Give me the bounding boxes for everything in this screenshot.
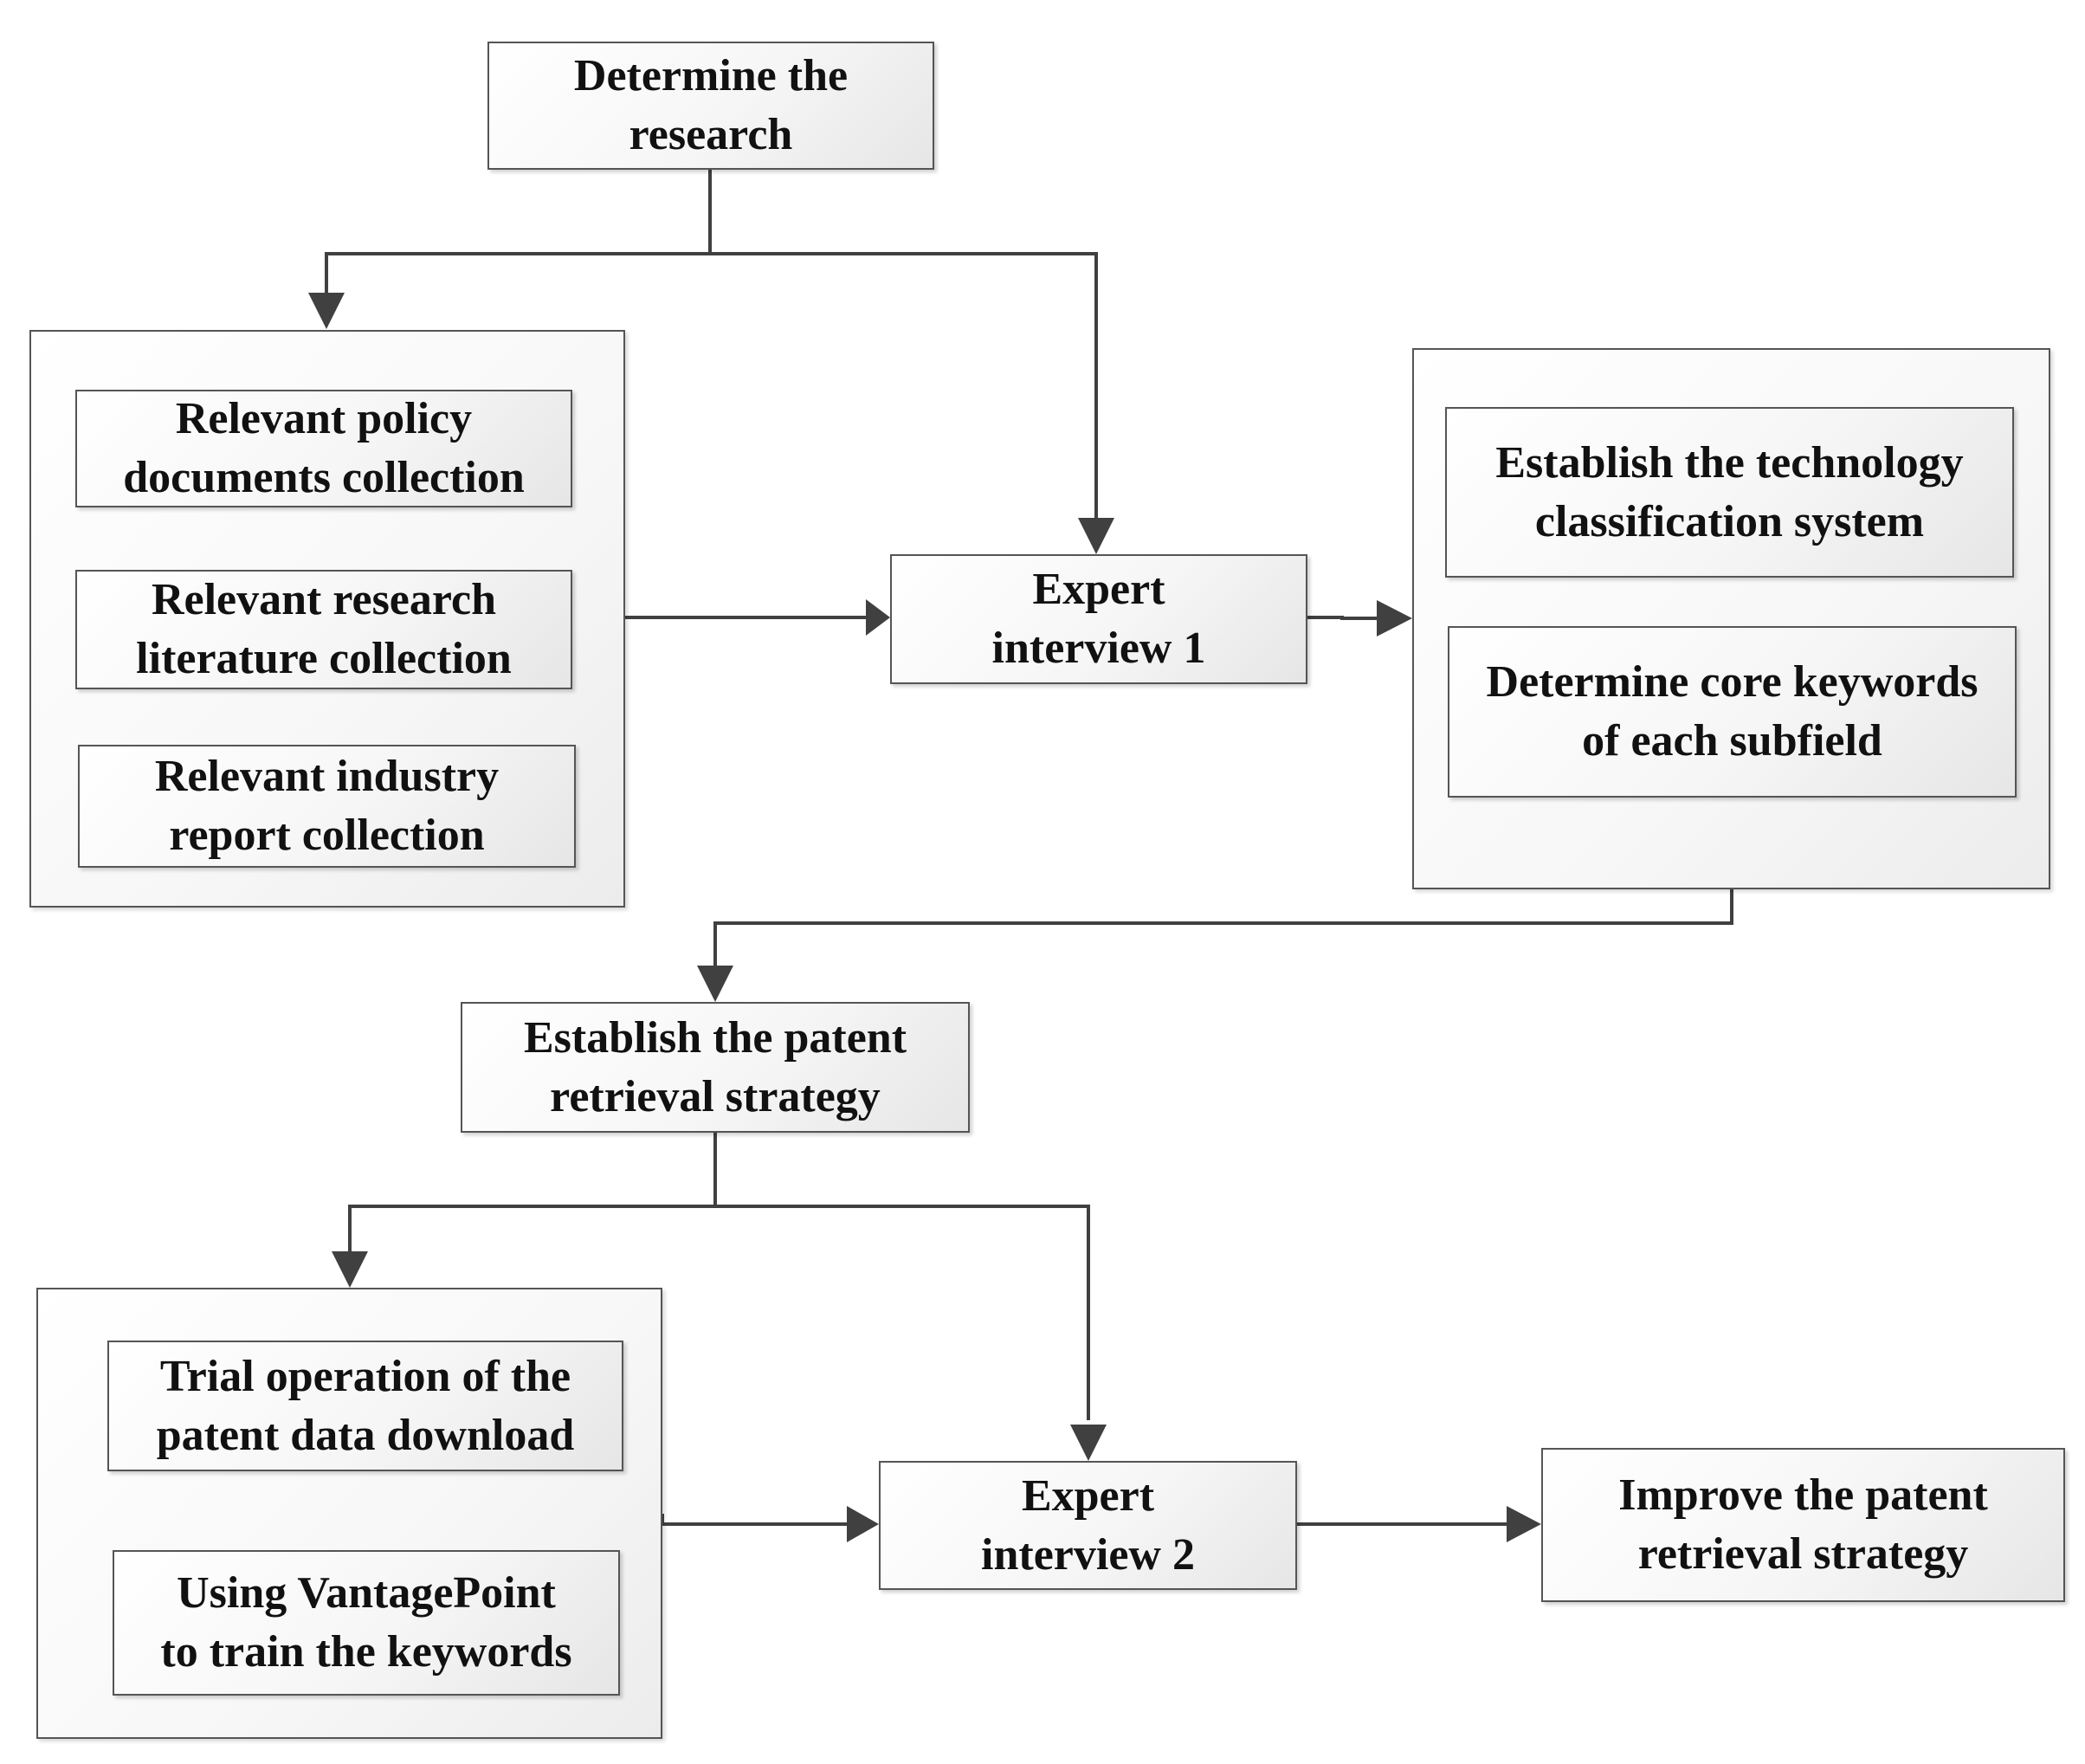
policy-documents-label: Relevant policy documents collection bbox=[123, 394, 525, 502]
patent-strategy-box: Establish the patent retrieval strategy bbox=[461, 1002, 970, 1133]
arrowhead-expert1-left bbox=[866, 599, 890, 636]
trial-download-label: Trial operation of the patent data downl… bbox=[156, 1351, 575, 1460]
arrowhead-improve bbox=[1507, 1506, 1541, 1542]
trial-download-box: Trial operation of the patent data downl… bbox=[107, 1341, 623, 1471]
improve-strategy-label: Improve the patent retrieval strategy bbox=[1618, 1470, 1988, 1579]
arrowhead-expert2-left bbox=[847, 1506, 879, 1542]
arrowhead-classification bbox=[1377, 600, 1412, 636]
edge-determine-to-collection bbox=[325, 167, 712, 294]
expert-interview-2-label: Expert interview 2 bbox=[981, 1470, 1195, 1580]
arrowhead-collection bbox=[308, 293, 345, 329]
arrowhead-expert2-top bbox=[1070, 1425, 1107, 1461]
edge-expert1-to-classification bbox=[1306, 616, 1377, 620]
vantagepoint-label: Using VantagePoint to train the keywords bbox=[160, 1568, 572, 1677]
industry-report-label: Relevant industry report collection bbox=[154, 752, 500, 860]
expert-interview-1-label: Expert interview 1 bbox=[991, 565, 1206, 673]
technology-classification-box: Establish the technology classification … bbox=[1445, 407, 2014, 578]
determine-research-label: Determine the research bbox=[573, 51, 849, 159]
research-literature-box: Relevant research literature collection bbox=[75, 570, 572, 689]
expert-interview-1-box: Expert interview 1 bbox=[890, 554, 1307, 684]
edge-determine-to-expert1 bbox=[710, 252, 1098, 520]
edge-strategy-to-expert2 bbox=[715, 1205, 1090, 1420]
arrowhead-strategy bbox=[697, 966, 733, 1002]
arrowhead-training bbox=[332, 1251, 368, 1288]
edge-classification-to-strategy bbox=[713, 888, 1733, 971]
core-keywords-label: Determine core keywords of each subfield bbox=[1486, 657, 1978, 766]
patent-strategy-label: Establish the patent retrieval strategy bbox=[523, 1012, 907, 1121]
arrowhead-expert1-top bbox=[1078, 518, 1114, 554]
core-keywords-box: Determine core keywords of each subfield bbox=[1448, 626, 2017, 798]
determine-research-box: Determine the research bbox=[487, 42, 934, 170]
vantagepoint-box: Using VantagePoint to train the keywords bbox=[113, 1550, 620, 1696]
expert-interview-2-box: Expert interview 2 bbox=[879, 1461, 1297, 1590]
industry-report-box: Relevant industry report collection bbox=[78, 745, 576, 868]
improve-strategy-box: Improve the patent retrieval strategy bbox=[1541, 1448, 2065, 1602]
technology-classification-label: Establish the technology classification … bbox=[1495, 437, 1964, 546]
edge-training-to-expert2 bbox=[661, 1514, 853, 1526]
research-literature-label: Relevant research literature collection bbox=[136, 575, 512, 683]
policy-documents-box: Relevant policy documents collection bbox=[75, 390, 572, 507]
edge-strategy-to-training bbox=[348, 1133, 717, 1256]
